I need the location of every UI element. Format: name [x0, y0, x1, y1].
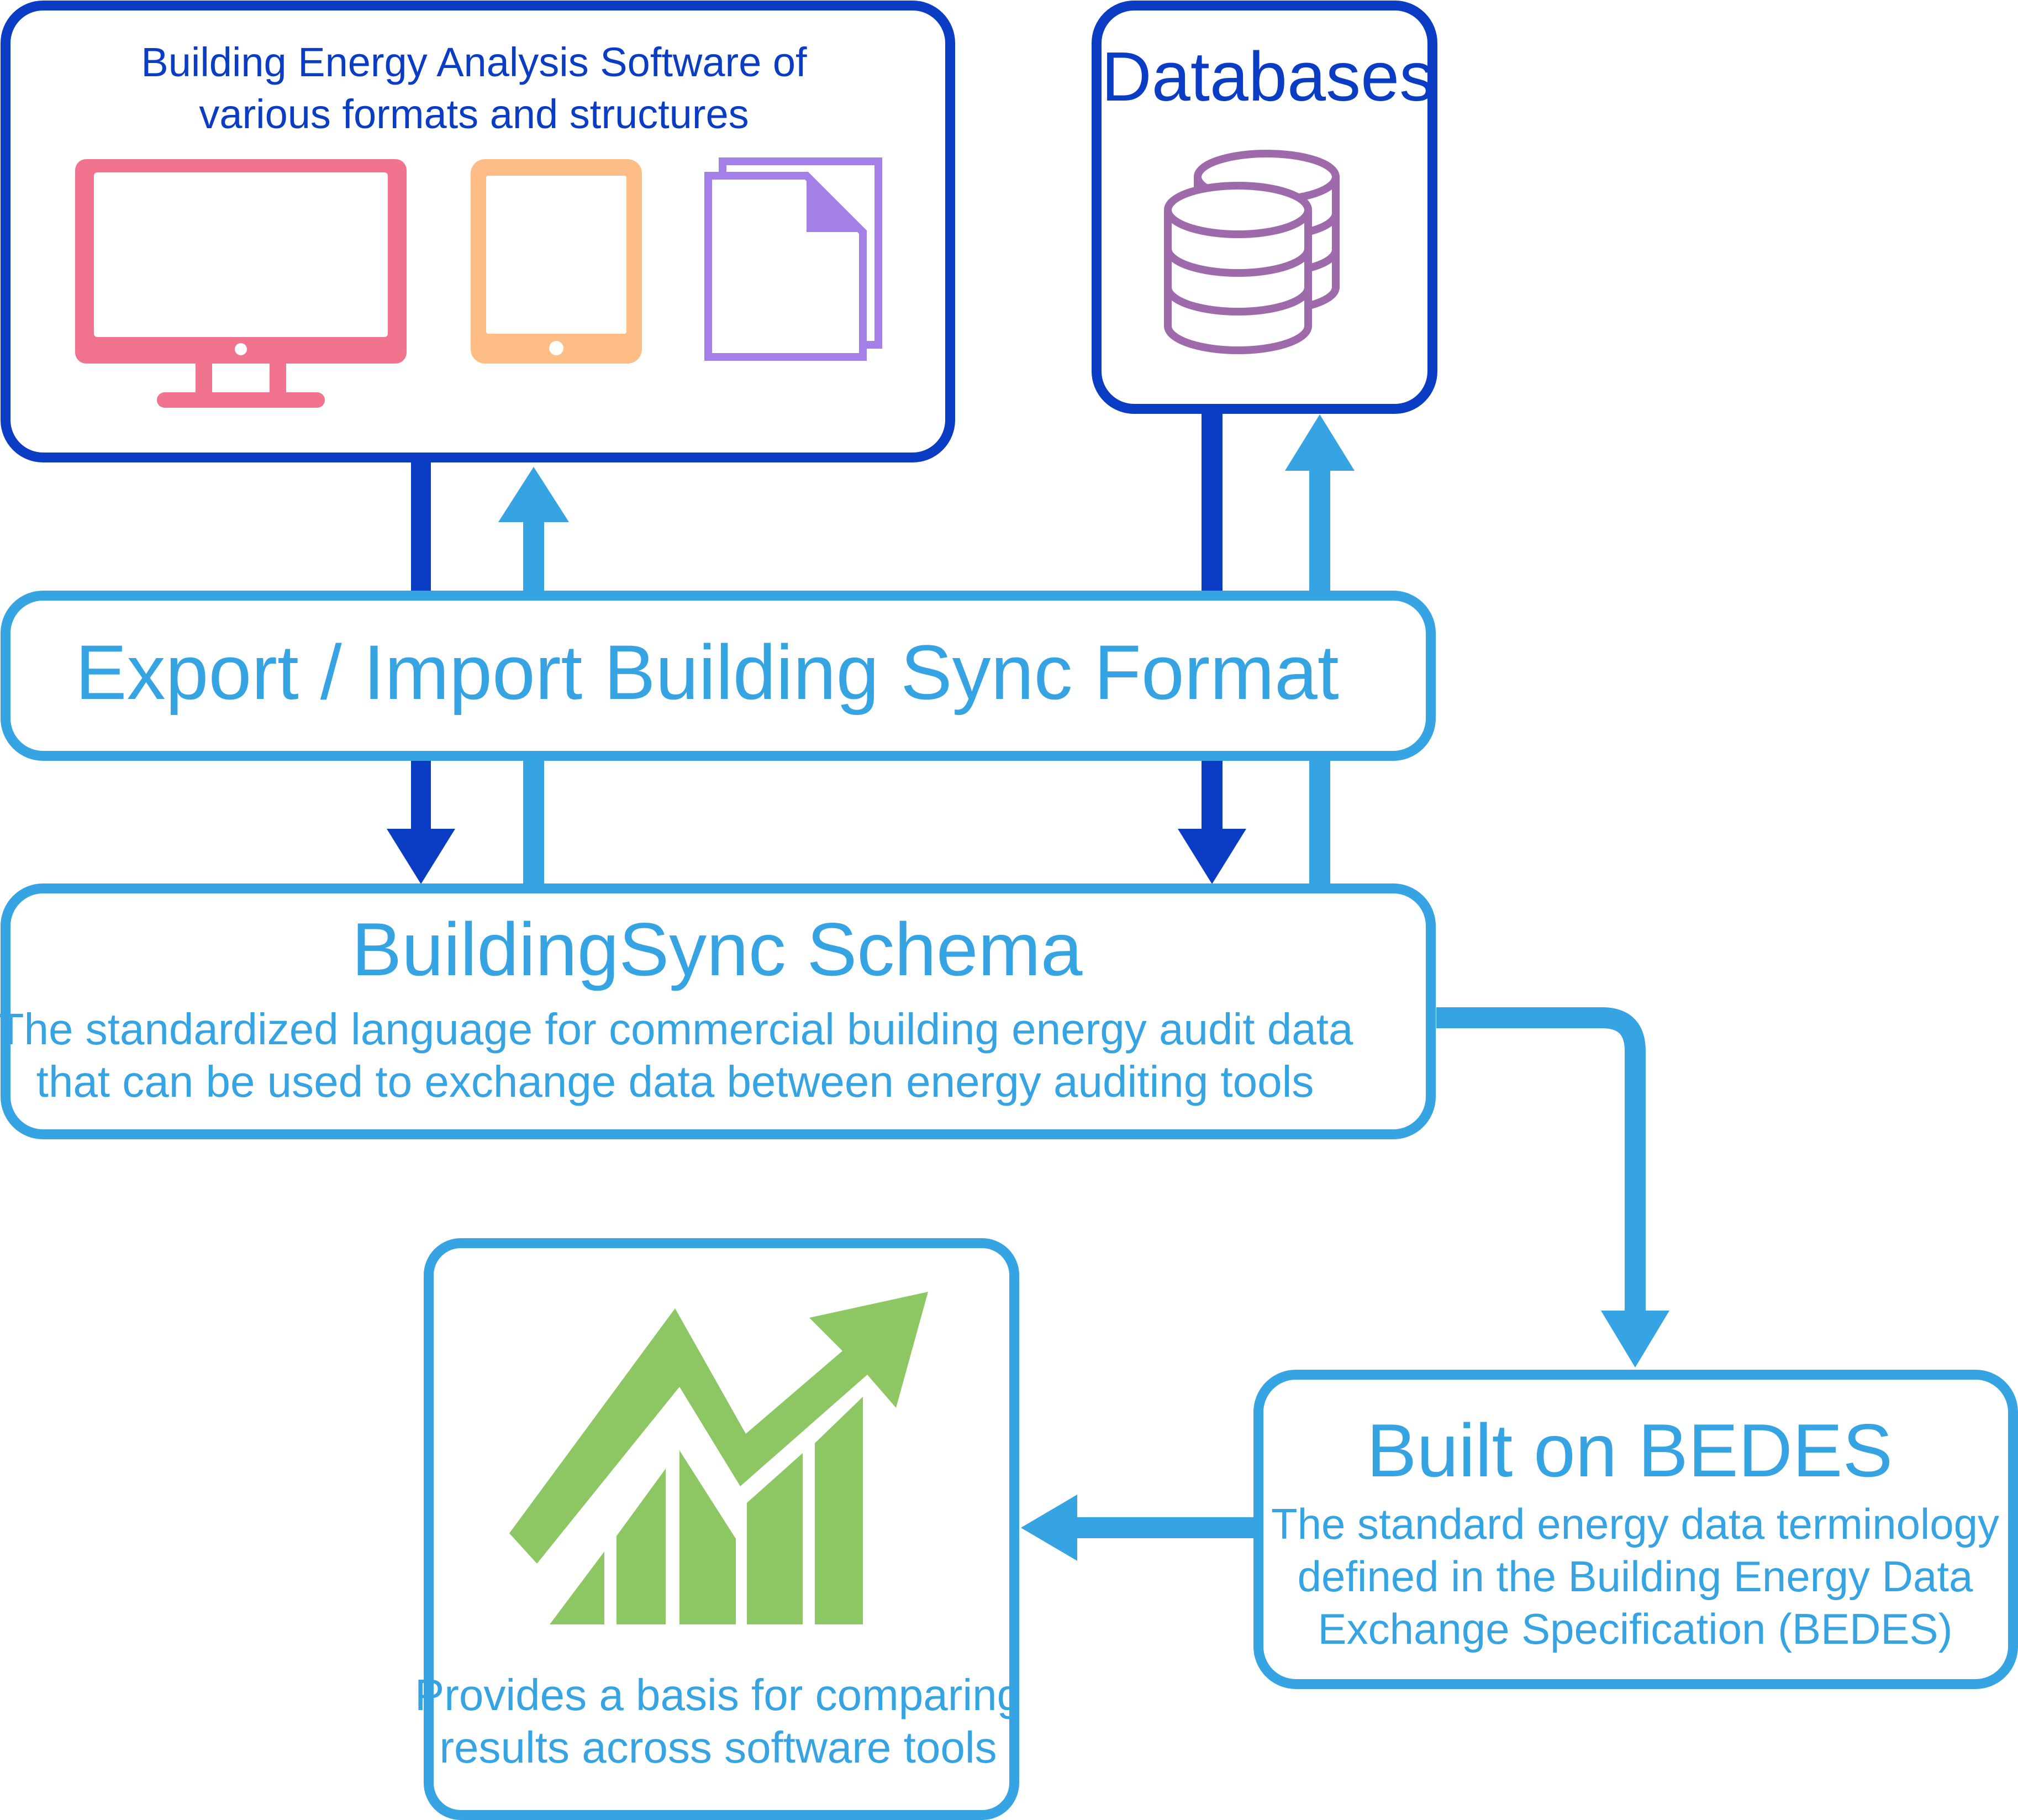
- documents-icon: [704, 157, 882, 361]
- arrow-schema-to-export: [523, 757, 544, 890]
- connectors: [387, 412, 1669, 1561]
- tablet-icon: [471, 159, 642, 364]
- arrow-export-to-schema-right: [1178, 757, 1246, 884]
- growth-chart-icon: [509, 1292, 928, 1624]
- schema-box: BuildingSync Schema The standardized lan…: [0, 883, 1436, 1139]
- results-desc-line2: results across software tools: [439, 1723, 997, 1772]
- arrow-export-to-schema: [387, 757, 455, 884]
- export-import-title: Export / Import Building Sync Format: [75, 629, 1339, 716]
- bedes-desc-line2: defined in the Building Energy Data: [1298, 1552, 1973, 1601]
- export-import-box: Export / Import Building Sync Format: [1, 591, 1436, 761]
- databases-box: Databases: [1092, 1, 1437, 414]
- bedes-desc-line1: The standard energy data terminology: [1271, 1500, 1999, 1548]
- schema-title: BuildingSync Schema: [352, 907, 1083, 991]
- arrow-export-to-databases: [1285, 414, 1355, 594]
- results-desc-line1: Provides a basis for comparing: [415, 1670, 1021, 1719]
- bedes-desc-line3: Exchange Specification (BEDES): [1318, 1605, 1953, 1653]
- schema-desc-line2: that can be used to exchange data betwee…: [36, 1057, 1314, 1106]
- databases-title: Databases: [1102, 38, 1434, 115]
- arrow-schema-to-export-right: [1309, 757, 1330, 890]
- bedes-box: Built on BEDES The standard energy data …: [1253, 1370, 2018, 1689]
- software-title-line1: Building Energy Analysis Software of: [141, 39, 807, 85]
- monitor-icon: [75, 159, 407, 408]
- database-icon: [1164, 150, 1340, 354]
- results-box: Provides a basis for comparing results a…: [415, 1238, 1021, 1820]
- bedes-title: Built on BEDES: [1367, 1408, 1893, 1492]
- arrow-databases-to-export: [1202, 412, 1223, 594]
- arrow-bedes-to-results: [1021, 1495, 1254, 1561]
- arrow-schema-to-bedes: [1436, 1007, 1669, 1367]
- software-title-line2: various formats and structures: [199, 91, 749, 137]
- schema-desc-line1: The standardized language for commercial…: [0, 1004, 1353, 1054]
- arrow-software-to-export: [411, 461, 431, 594]
- software-box: Building Energy Analysis Software of var…: [1, 1, 955, 462]
- arrow-export-to-software: [498, 467, 569, 594]
